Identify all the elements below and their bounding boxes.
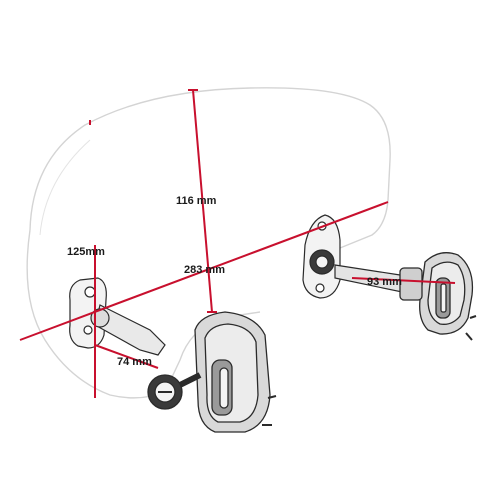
dimension-lines	[19, 89, 456, 398]
right-clamp-assembly	[399, 252, 477, 341]
dim-line-116	[192, 89, 213, 313]
dim-line-93	[351, 277, 456, 284]
dimension-label-283: 283 mm	[184, 264, 225, 276]
windshield-deflector	[26, 87, 391, 399]
dimension-label-116: 116 mm	[176, 195, 217, 207]
left-clamp-assembly	[147, 311, 277, 433]
right-mount-bracket	[302, 214, 411, 299]
dimension-label-74: 74 mm	[117, 356, 152, 368]
dim-line-74	[94, 344, 159, 369]
dimension-label-125: 125mm	[67, 246, 105, 258]
dim-line-283	[19, 201, 389, 341]
dimension-label-93: 93 mm	[367, 276, 402, 288]
